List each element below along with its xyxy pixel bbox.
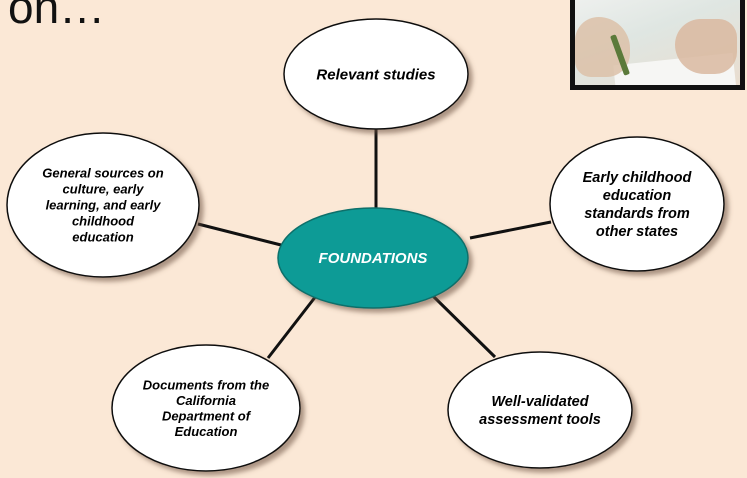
node-ellipse <box>447 351 633 469</box>
center-node: FOUNDATIONS <box>277 207 469 309</box>
node-assessment-tools: Well-validated assessment tools <box>447 351 633 469</box>
node-label-line: General sources on <box>42 166 163 181</box>
node-label-line: assessment tools <box>479 412 601 428</box>
connector-lines <box>197 129 552 359</box>
node-ellipse <box>283 18 469 130</box>
classroom-photo <box>570 0 745 90</box>
node-label-line: other states <box>596 224 678 240</box>
node-label-line: childhood <box>72 214 135 229</box>
photo-hand-right <box>675 19 737 74</box>
node-label-line: standards from <box>584 206 690 222</box>
node-label-line: learning, and early <box>46 198 162 213</box>
node-label-line: Early childhood <box>583 170 693 186</box>
node-label-line: culture, early <box>63 182 145 197</box>
node-label-line: education <box>72 230 133 245</box>
center-label: FOUNDATIONS <box>319 250 428 267</box>
node-standards-other-states: Early childhood education standards from ot… <box>549 136 725 272</box>
slide-heading: on… <box>8 0 106 33</box>
connector-assessment-tools <box>431 294 497 359</box>
node-relevant-studies: Relevant studies <box>283 18 469 130</box>
node-ellipse <box>549 136 725 272</box>
node-label-line: Education <box>175 424 238 439</box>
node-label-line: Documents from the <box>143 377 269 392</box>
node-ellipse <box>111 344 301 472</box>
node-label-line: Relevant studies <box>316 66 435 83</box>
node-label-line: Department of <box>162 408 252 423</box>
connector-general-sources <box>197 222 286 248</box>
node-label-line: California <box>176 393 236 408</box>
node-ellipse <box>6 132 200 278</box>
node-label-line: Well-validated <box>491 394 589 410</box>
connector-standards-other-states <box>469 220 552 240</box>
center-ellipse <box>277 207 469 309</box>
connector-cde-documents <box>266 295 318 359</box>
node-label-line: education <box>603 188 672 204</box>
